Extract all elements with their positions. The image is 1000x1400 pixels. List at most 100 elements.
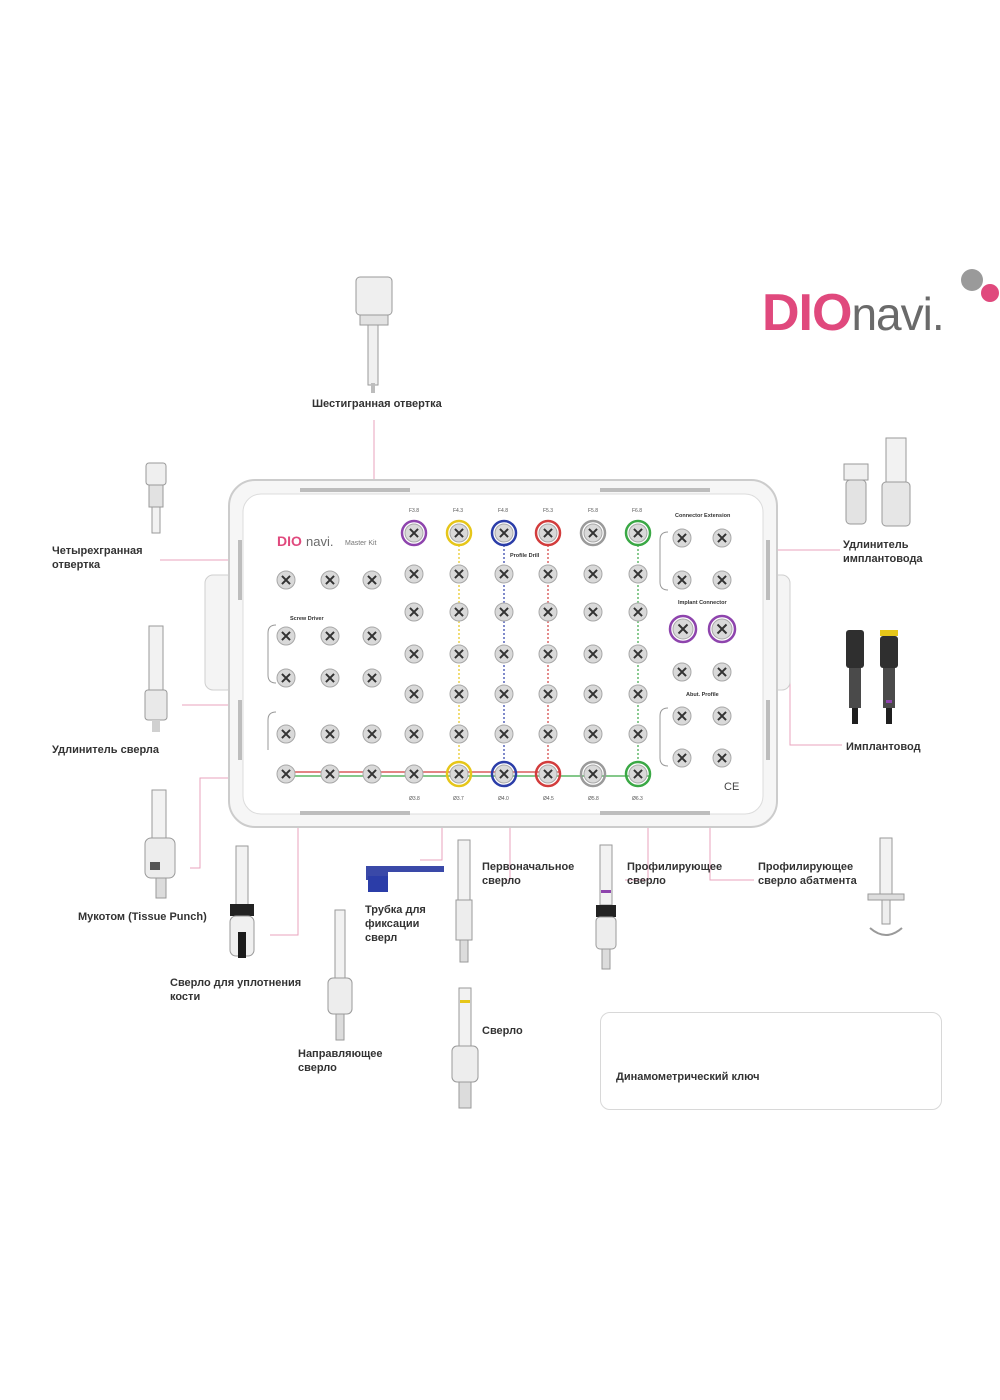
label-fixation-tube: Трубка для фиксации сверл (365, 904, 426, 944)
socket-r4-c5 (583, 684, 603, 704)
socket-left-5 (320, 626, 340, 646)
socket-r2-c5 (583, 602, 603, 622)
socket-r2-c4 (538, 602, 558, 622)
socket-top-6 (624, 519, 652, 547)
label-abutment-profile-drill: Профилирующее сверло абатмента (758, 861, 857, 887)
socket-right-5 (672, 662, 692, 682)
label-profile-drill: Профилирующее сверло (627, 861, 723, 887)
socket-left-12 (362, 724, 382, 744)
top-code-1: F3.8 (409, 508, 419, 514)
socket-left-13 (276, 764, 296, 784)
socket-right-2 (712, 528, 732, 548)
socket-bottom-5 (579, 760, 607, 788)
socket-connector-2 (707, 614, 737, 644)
initial-drill-icon (455, 839, 473, 963)
socket-r2-c2 (449, 602, 469, 622)
socket-right-10 (712, 748, 732, 768)
section-profile-drill: Profile Drill (510, 553, 540, 559)
guide-drill-icon (327, 909, 353, 1041)
label-drill-extension: Удлинитель сверла (52, 744, 160, 756)
top-code-5: F5.8 (588, 508, 598, 514)
socket-r1-c3 (494, 564, 514, 584)
section-connector-extension: Connector Extension (675, 513, 731, 519)
socket-r3-c3 (494, 644, 514, 664)
implant-driver-extension-icon (843, 437, 911, 527)
bottom-code-3: Ø4.0 (498, 796, 509, 802)
socket-right-1 (672, 528, 692, 548)
socket-r1-c6 (628, 564, 648, 584)
top-code-4: F5.3 (543, 508, 553, 514)
socket-r4-c3 (494, 684, 514, 704)
square-driver-icon (145, 462, 167, 534)
drill-icon (451, 987, 479, 1109)
socket-left-3 (362, 570, 382, 590)
socket-left-6 (362, 626, 382, 646)
bottom-code-2: Ø3.7 (453, 796, 464, 802)
abutment-profile-drill-icon (867, 837, 905, 936)
socket-left-10 (276, 724, 296, 744)
socket-bottom-1 (404, 764, 424, 784)
top-code-3: F4.8 (498, 508, 508, 514)
bottom-code-6: Ø6.3 (632, 796, 643, 802)
socket-left-2 (320, 570, 340, 590)
socket-r4-c1 (404, 684, 424, 704)
socket-bottom-6 (624, 760, 652, 788)
socket-r5-c2 (449, 724, 469, 744)
torque-wrench-box (600, 1012, 942, 1110)
fixation-tube-icon (366, 866, 444, 892)
socket-bottom-4 (534, 760, 562, 788)
socket-left-8 (320, 668, 340, 688)
section-screw-driver: Screw Driver (290, 616, 324, 622)
bottom-code-4: Ø4.5 (543, 796, 554, 802)
socket-left-11 (320, 724, 340, 744)
label-drill: Сверло (482, 1025, 523, 1037)
hex-driver-icon (355, 276, 393, 393)
bottom-code-5: Ø5.8 (588, 796, 599, 802)
brand-dot-pink (981, 284, 999, 302)
socket-right-8 (712, 706, 732, 726)
socket-right-4 (712, 570, 732, 590)
socket-r2-c1 (404, 602, 424, 622)
socket-left-15 (362, 764, 382, 784)
socket-r1-c1 (404, 564, 424, 584)
tissue-punch-icon (144, 789, 176, 899)
section-implant-connector: Implant Connector (678, 600, 727, 606)
socket-r4-c2 (449, 684, 469, 704)
socket-r2-c3 (494, 602, 514, 622)
tray-brackets (267, 531, 669, 767)
top-code-2: F4.3 (453, 508, 463, 514)
label-implant-driver: Имплантовод (846, 741, 921, 753)
brand-dot-gray (961, 269, 983, 291)
socket-r3-c5 (583, 644, 603, 664)
socket-r1-c4 (538, 564, 558, 584)
socket-left-14 (320, 764, 340, 784)
brand-logo: DIOnavi. (762, 283, 945, 343)
socket-r1-c5 (583, 564, 603, 584)
implant-driver-icon (846, 630, 898, 724)
tray-logo-suffix: navi. (306, 534, 333, 549)
socket-r4-c6 (628, 684, 648, 704)
label-implant-driver-extension: Удлинитель имплантовода (843, 539, 923, 565)
label-guide-drill: Направляющее сверло (298, 1048, 383, 1074)
socket-top-5 (579, 519, 607, 547)
label-bone-condensing-drill: Сверло для уплотнения кости (170, 977, 302, 1003)
brand-logo-suffix: navi. (851, 288, 944, 340)
socket-right-6 (712, 662, 732, 682)
top-code-6: F6.8 (632, 508, 642, 514)
socket-r1-c2 (449, 564, 469, 584)
socket-top-1 (400, 519, 428, 547)
bottom-code-1: Ø3.8 (409, 796, 420, 802)
socket-r5-c6 (628, 724, 648, 744)
socket-r3-c4 (538, 644, 558, 664)
socket-left-9 (362, 668, 382, 688)
socket-r4-c4 (538, 684, 558, 704)
socket-right-3 (672, 570, 692, 590)
socket-connector-1 (668, 614, 698, 644)
socket-r5-c1 (404, 724, 424, 744)
socket-left-1 (276, 570, 296, 590)
socket-r3-c1 (404, 644, 424, 664)
socket-bottom-3 (490, 760, 518, 788)
socket-r3-c2 (449, 644, 469, 664)
